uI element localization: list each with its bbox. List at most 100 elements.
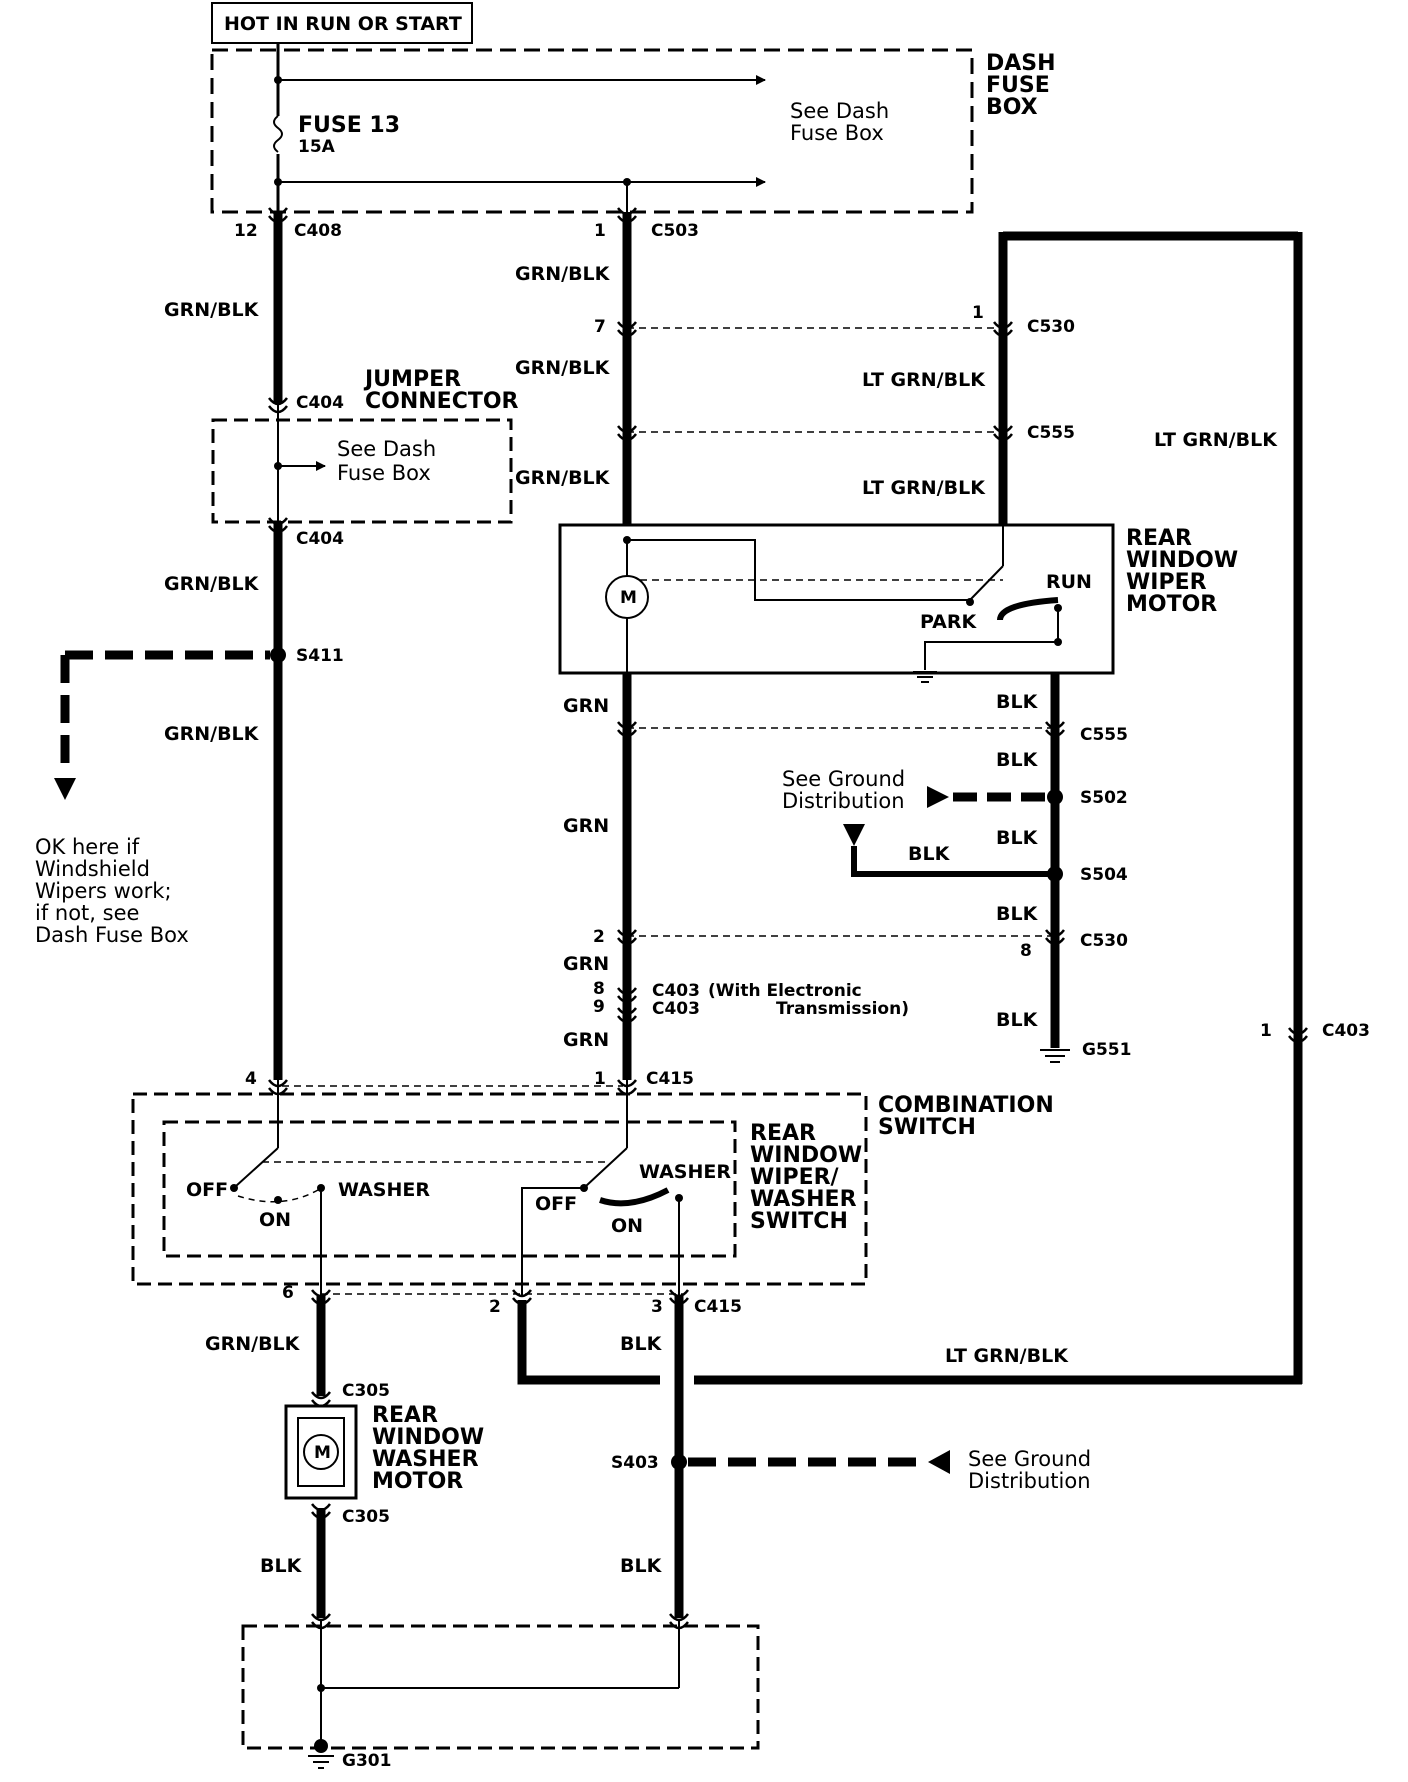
splice-s403-dot: [671, 1454, 687, 1470]
wiper-motor-title-3: WIPER: [1126, 570, 1207, 595]
blk-ground-column: BLK S403 See Ground Distribution BLK: [611, 1296, 1091, 1618]
connector-fork-symbol: [1045, 929, 1065, 946]
splice-s502-dot: [1047, 789, 1063, 805]
s504-arrow: [843, 824, 865, 846]
wire-label-blk-8: BLK: [620, 1333, 663, 1355]
wire-label-lt-grn-blk-3: LT GRN/BLK: [1154, 429, 1278, 451]
pin-8-c403: 8: [593, 979, 605, 999]
fuse-13-symbol: [270, 116, 286, 154]
connector-c404-bottom: C404: [296, 529, 344, 549]
connector-c530-top: C530: [1027, 317, 1075, 337]
pin-9-c403: 9: [593, 997, 605, 1017]
switch-2-on: ON: [611, 1215, 643, 1237]
combination-switch-title-2: SWITCH: [878, 1115, 976, 1140]
washer-motor-title-2: WINDOW: [372, 1425, 484, 1450]
jumper-see-1: See Dash: [337, 437, 436, 461]
wire-label-blk-1: BLK: [996, 691, 1039, 713]
splice-s504-dot: [1047, 866, 1063, 882]
switch-2-off: OFF: [535, 1193, 577, 1215]
connector-fork-symbol: [268, 517, 288, 534]
wire-label-blk-7: BLK: [260, 1555, 303, 1577]
wiper-washer-switch-title-5: SWITCH: [750, 1209, 848, 1234]
pin-6: 6: [282, 1283, 294, 1303]
connector-fork-symbol: [311, 1289, 331, 1306]
pin-1-c503: 1: [594, 221, 606, 241]
wire-label-grn-blk-5: GRN/BLK: [515, 357, 611, 379]
splice-s504: S504: [1080, 865, 1128, 885]
ground-box-g301: G301: [241, 1620, 760, 1771]
wiper-washer-switch-title-2: WINDOW: [750, 1143, 862, 1168]
jumper-see-2: Fuse Box: [337, 461, 431, 485]
wire-label-grn-2: GRN: [563, 815, 609, 837]
ground-dist-2-line-2: Distribution: [968, 1469, 1091, 1493]
switch-1-off: OFF: [186, 1179, 228, 1201]
connector-c415-bottom: C415: [694, 1297, 742, 1317]
wiper-park-label: PARK: [920, 611, 978, 633]
splice-s502: S502: [1080, 788, 1128, 808]
connector-fork-symbol: [669, 1613, 689, 1630]
connector-c403-a: C403: [652, 981, 700, 1001]
wiper-washer-switch-title-4: WASHER: [750, 1187, 857, 1212]
s403-ground-arrow: [928, 1450, 950, 1474]
wire-label-grn-4: GRN: [563, 1029, 609, 1051]
connector-fork-symbol: [617, 1007, 637, 1024]
c403-note-2: Transmission): [776, 999, 909, 1019]
jumper-connector-box: [211, 418, 513, 524]
connector-c555-bottom: C555: [1080, 725, 1128, 745]
power-header: HOT IN RUN OR START: [224, 13, 462, 35]
wire-label-grn-3: GRN: [563, 953, 609, 975]
dash-fuse-see-2: Fuse Box: [790, 121, 884, 145]
wire-label-blk-5: BLK: [996, 903, 1039, 925]
wire-label-grn-blk-1: GRN/BLK: [164, 299, 260, 321]
wire-label-grn-blk-3: GRN/BLK: [164, 723, 260, 745]
connector-c415-top: C415: [646, 1069, 694, 1089]
connector-fork-symbol: [268, 1079, 288, 1096]
connector-fork-symbol: [669, 1289, 689, 1306]
connector-c530-bottom: C530: [1080, 931, 1128, 951]
pin-2-c415: 2: [489, 1297, 501, 1317]
ground-g551: G551: [1082, 1040, 1131, 1060]
s502-ground-arrow: [927, 786, 949, 808]
connector-fork-symbol: [617, 207, 637, 224]
washer-motor-title-1: REAR: [372, 1403, 438, 1428]
c403-note-1: (With Electronic: [708, 981, 862, 1001]
pin-7: 7: [594, 317, 606, 337]
dash-fuse-box-title-1: DASH: [986, 51, 1056, 76]
wire-label-grn-blk-6: GRN/BLK: [515, 467, 611, 489]
pin-4: 4: [245, 1069, 257, 1089]
wire-label-lt-grn-blk-2: LT GRN/BLK: [862, 477, 986, 499]
connector-c408: C408: [294, 221, 342, 241]
splice-s411-dot: [270, 647, 286, 663]
connector-c403-right: C403: [1322, 1021, 1370, 1041]
jumper-title-2: CONNECTOR: [365, 389, 519, 414]
pin-2-c530: 2: [593, 927, 605, 947]
connector-fork-symbol: [268, 207, 288, 224]
ok-note-4: if not, see: [35, 901, 139, 925]
wiper-motor-title-2: WINDOW: [1126, 548, 1238, 573]
wire-label-blk-6: BLK: [996, 1009, 1039, 1031]
connector-fork-symbol: [1045, 721, 1065, 738]
pin-1-c415: 1: [594, 1069, 606, 1089]
wire-label-grn-blk-7: GRN/BLK: [205, 1333, 301, 1355]
wiper-washer-switch-title-1: REAR: [750, 1121, 816, 1146]
power-header-box: [211, 2, 473, 44]
connector-c403-b: C403: [652, 999, 700, 1019]
switch-1-on: ON: [259, 1209, 291, 1231]
connector-fork-symbol: [617, 987, 637, 1004]
connector-fork-symbol: [993, 425, 1013, 442]
connector-fork-symbol: [311, 1503, 331, 1520]
ground-dist-1-line-2: Distribution: [782, 789, 905, 813]
dash-fuse-box: DASH FUSE BOX FUSE 13 15A See Dash Fuse …: [210, 42, 1056, 214]
jumper-title-1: JUMPER: [363, 367, 461, 392]
ok-note-3: Wipers work;: [35, 879, 172, 903]
washer-motor-title-3: WASHER: [372, 1447, 479, 1472]
ground-g301: G301: [342, 1751, 391, 1771]
connector-fork-symbol: [617, 321, 637, 338]
connector-fork-symbol: [617, 1079, 637, 1096]
fuse-13-rating: 15A: [298, 137, 336, 157]
connector-fork-symbol: [311, 1391, 331, 1408]
ok-note-5: Dash Fuse Box: [35, 923, 189, 947]
wiper-motor-symbol: M: [620, 588, 637, 608]
wire-label-blk-3: BLK: [996, 827, 1039, 849]
